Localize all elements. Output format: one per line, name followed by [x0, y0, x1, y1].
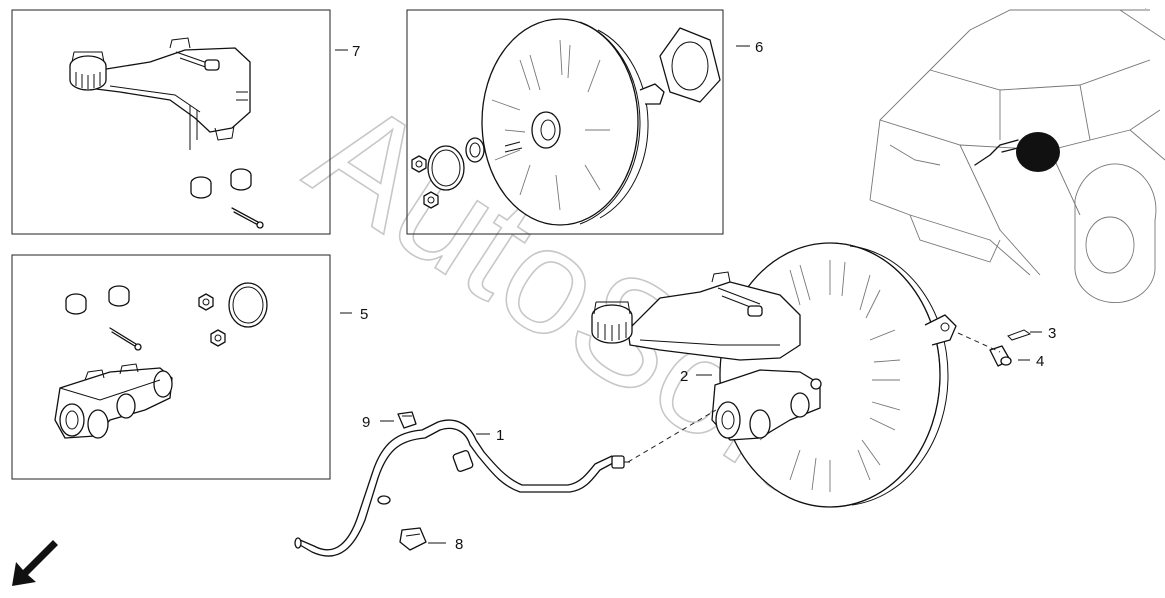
o-ring-part — [228, 282, 268, 328]
callout-4: 4 — [1036, 353, 1044, 370]
booster-small-part — [481, 18, 665, 226]
master-cylinder-part — [54, 363, 173, 439]
callout-7: 7 — [352, 43, 360, 60]
reservoir-part — [69, 37, 251, 150]
pin-part — [109, 327, 142, 351]
kit-box-5: 5 — [11, 254, 368, 480]
callout-6: 6 — [755, 39, 763, 56]
reservoir-part — [591, 271, 801, 361]
callout-8: 8 — [455, 536, 463, 553]
vacuum-hose-part — [294, 419, 630, 557]
clamp-part — [399, 527, 427, 551]
kit-box-7: 7 — [11, 9, 360, 235]
kit-box-6: 6 — [406, 9, 763, 235]
car-icon: . — [869, 5, 1165, 303]
nut-part — [198, 293, 226, 347]
master-cylinder-part — [711, 369, 822, 441]
callout-1: 1 — [496, 427, 504, 444]
callout-5: 5 — [360, 306, 368, 323]
pin-part — [231, 207, 264, 229]
clip-part — [397, 411, 417, 429]
retaining-clip-part — [1007, 329, 1032, 341]
svg-text:.: . — [1145, 5, 1147, 11]
clevis-pin-part — [989, 345, 1012, 367]
seal-part — [427, 137, 485, 191]
nut-part — [411, 155, 439, 209]
callout-3: 3 — [1048, 325, 1056, 342]
callout-2: 2 — [680, 368, 688, 385]
arrow-down-left-icon — [12, 540, 58, 586]
grommet-part — [190, 168, 252, 199]
callout-9: 9 — [362, 414, 370, 431]
gasket-part — [659, 27, 721, 103]
grommet-part — [65, 285, 130, 315]
